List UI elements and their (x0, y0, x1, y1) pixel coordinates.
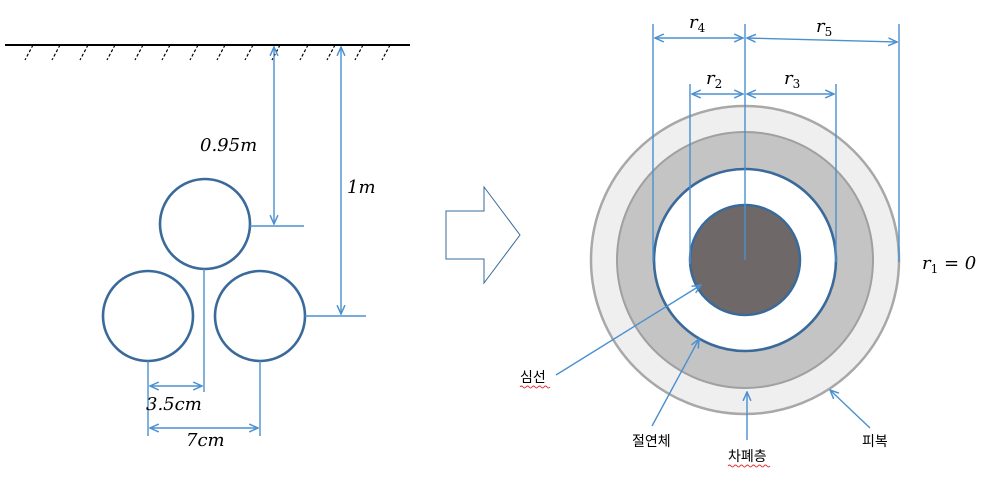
conductor-spellcheck-underline (519, 385, 551, 389)
cable-bottom-right (213, 269, 307, 363)
insulation-label: 절연체 (632, 434, 671, 450)
transition-arrow-icon (445, 185, 521, 285)
r5-label: r5 (816, 16, 832, 39)
sheath-leader (830, 390, 871, 429)
r3-label: r3 (784, 68, 800, 91)
ground-surface (5, 44, 410, 61)
spacing-label: 7cm (186, 430, 225, 451)
r1-equation: r1 = 0 (922, 253, 976, 276)
depth-top-label: 0.95m (200, 135, 257, 156)
cable-top (158, 177, 252, 271)
half-spacing-label: 3.5cm (146, 394, 202, 415)
r5-arrow (747, 38, 897, 42)
insulation-leader (651, 339, 699, 427)
shield-spellcheck-underline (727, 464, 771, 468)
conductor-leader (555, 285, 701, 376)
cable-bottom-left (101, 269, 195, 363)
depth-center-label: 1m (347, 177, 376, 198)
r2-label: r2 (706, 68, 722, 91)
shield-label: 차폐층 (728, 449, 767, 465)
conductor-label: 심선 (520, 370, 546, 386)
r4-label: r4 (689, 12, 706, 35)
sheath-label: 피복 (862, 434, 888, 450)
